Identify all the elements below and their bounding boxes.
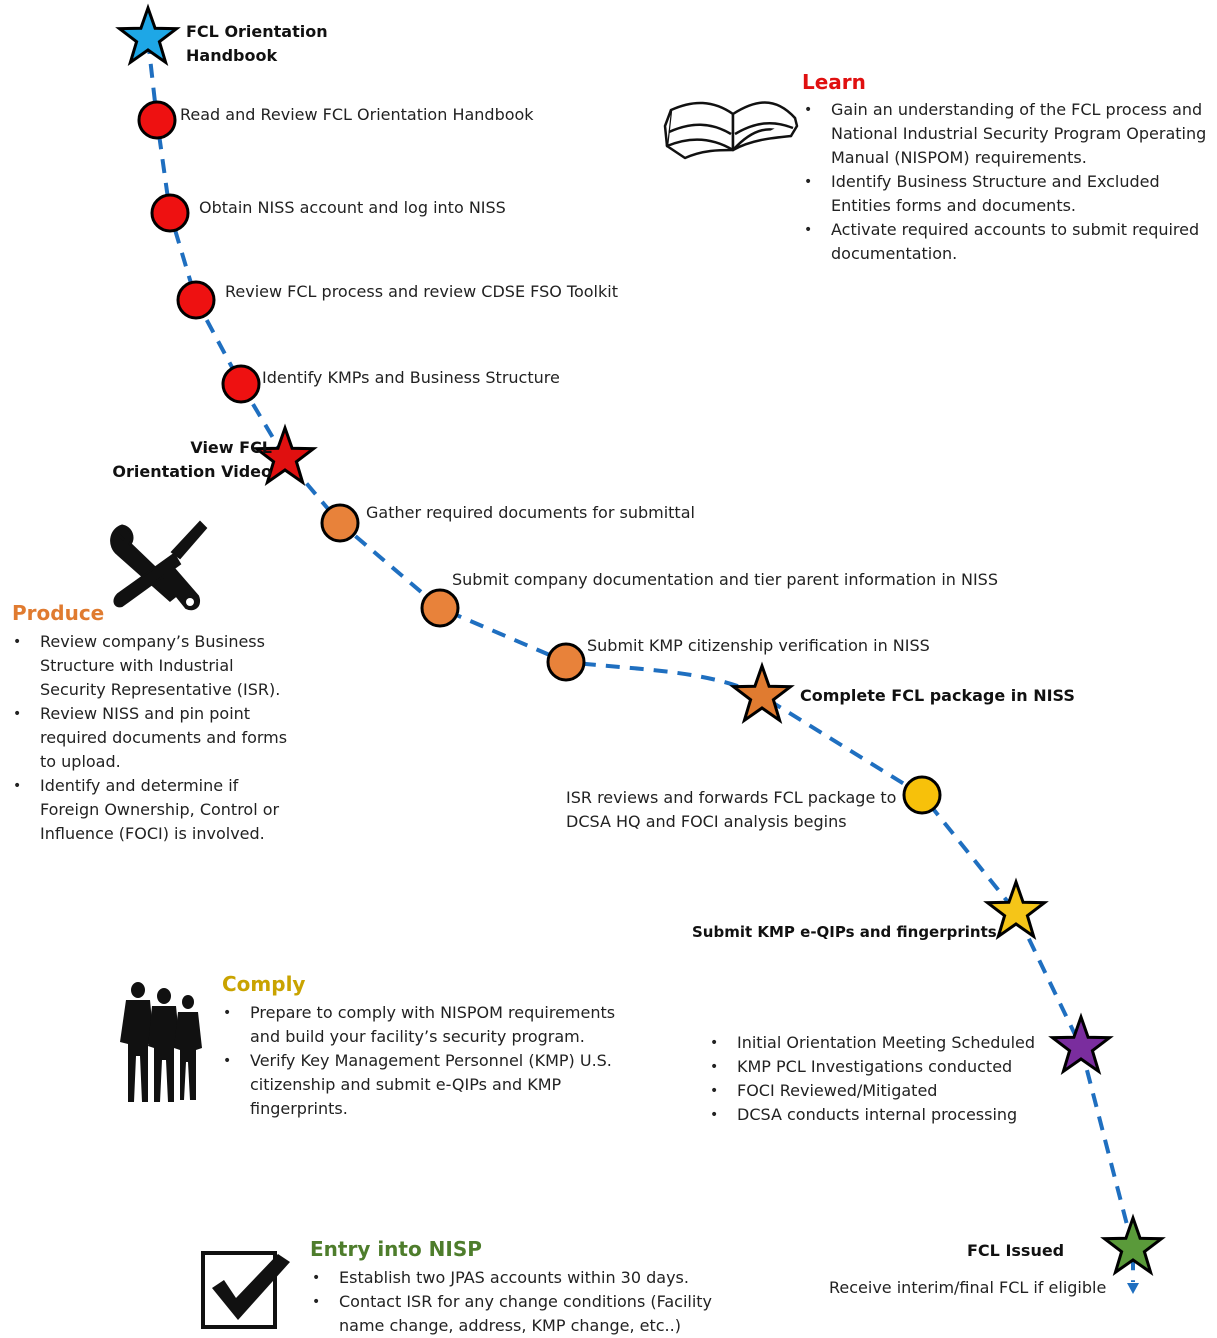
dcsa-processing-list: Initial Orientation Meeting Scheduled KM… (708, 1031, 1068, 1127)
step-label-8: ISR reviews and forwards FCL package to … (566, 788, 897, 831)
book-icon (663, 101, 799, 160)
step-circle-1 (137, 100, 177, 140)
eqip-star-icon (983, 877, 1049, 941)
produce-bullet: Identify and determine if Foreign Owners… (11, 774, 301, 846)
comply-bullet: Verify Key Management Personnel (KMP) U.… (221, 1049, 641, 1121)
step-label-6: Submit company documentation and tier pa… (452, 570, 998, 589)
nisp-bullet: Contact ISR for any change conditions (F… (310, 1290, 720, 1338)
produce-bullet: Review NISS and pin point required docum… (11, 702, 301, 774)
dcsa-item: KMP PCL Investigations conducted (708, 1055, 1068, 1079)
nisp-bullet: Establish two JPAS accounts within 30 da… (310, 1266, 720, 1290)
step-circle-5 (320, 503, 360, 543)
step-circle-7 (546, 642, 586, 682)
step-label-1: Read and Review FCL Orientation Handbook (180, 105, 534, 124)
video-star-icon (252, 423, 318, 487)
start-milestone-label: FCL Orientation Handbook (186, 22, 328, 65)
package-milestone-label: Complete FCL package in NISS (800, 686, 1075, 705)
comply-bullet: Prepare to comply with NISPOM requiremen… (221, 1001, 641, 1049)
nisp-title: Entry into NISP (310, 1237, 482, 1261)
learn-bullet: Gain an understanding of the FCL process… (802, 98, 1216, 170)
nisp-bullets: Establish two JPAS accounts within 30 da… (310, 1266, 720, 1338)
dcsa-item: FOCI Reviewed/Mitigated (708, 1079, 1068, 1103)
path-end-arrow (1127, 1283, 1139, 1294)
learn-bullets: Gain an understanding of the FCL process… (802, 98, 1216, 266)
checkbox-icon (201, 1251, 290, 1329)
produce-bullets: Review company’s Business Structure with… (11, 630, 301, 846)
package-star-icon (729, 661, 795, 725)
eqip-milestone-label: Submit KMP e-QIPs and fingerprints (692, 923, 997, 941)
learn-bullet: Activate required accounts to submit req… (802, 218, 1216, 266)
learn-title: Learn (802, 70, 866, 94)
step-label-3: Review FCL process and review CDSE FSO T… (225, 282, 618, 301)
produce-title: Produce (12, 601, 105, 625)
start-star-icon (115, 3, 181, 67)
people-icon (120, 982, 202, 1102)
step-label-2: Obtain NISS account and log into NISS (199, 198, 506, 217)
issued-star-icon (1100, 1213, 1166, 1277)
step-circle-4 (221, 364, 261, 404)
step-circle-2 (150, 193, 190, 233)
step-circle-3 (176, 280, 216, 320)
dcsa-item: Initial Orientation Meeting Scheduled (708, 1031, 1068, 1055)
produce-bullet: Review company’s Business Structure with… (11, 630, 301, 702)
comply-title: Comply (222, 972, 306, 996)
dcsa-item: DCSA conducts internal processing (708, 1103, 1068, 1127)
tools-icon (110, 520, 208, 611)
step-label-5: Gather required documents for submittal (366, 503, 695, 522)
learn-bullet: Identify Business Structure and Excluded… (802, 170, 1216, 218)
step-circle-6 (420, 588, 460, 628)
step-label-4: Identify KMPs and Business Structure (262, 368, 560, 387)
issued-milestone-label: FCL Issued (967, 1241, 1065, 1260)
video-milestone-label: View FCL Orientation Video (112, 438, 272, 481)
issued-sub-label: Receive interim/final FCL if eligible (829, 1278, 1107, 1297)
comply-bullets: Prepare to comply with NISPOM requiremen… (221, 1001, 641, 1121)
step-label-7: Submit KMP citizenship verification in N… (587, 636, 930, 655)
step-circle-8 (902, 775, 942, 815)
